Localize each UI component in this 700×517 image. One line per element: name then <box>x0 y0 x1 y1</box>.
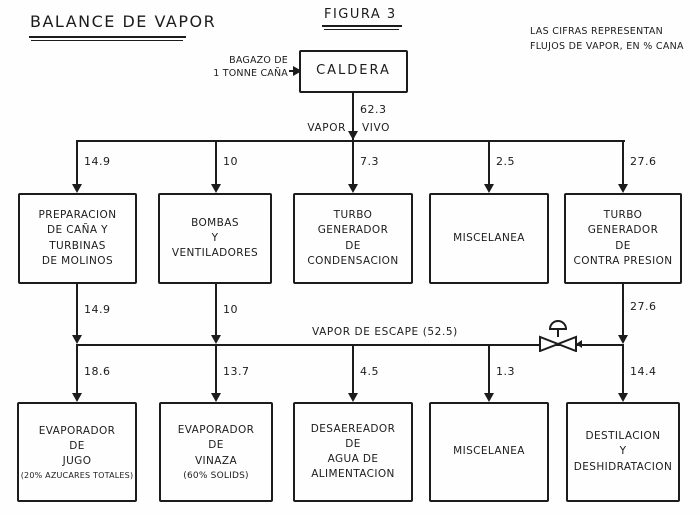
flow-value: 7.3 <box>360 155 379 168</box>
legend-note: LAS CIFRAS REPRESENTAN FLUJOS DE VAPOR, … <box>530 26 684 52</box>
exhaust-steam-header-line <box>76 344 624 346</box>
live-steam-header-line <box>76 140 625 142</box>
live-steam-label: VIVO <box>362 122 390 134</box>
connector-line <box>622 346 624 394</box>
process-box-label: MISCELANEA <box>453 231 525 244</box>
connector-line <box>215 142 217 185</box>
flow-value: 13.7 <box>223 365 250 378</box>
arrowhead-down-icon <box>618 335 628 344</box>
process-box-label: EVAPORADOR DE VINAZA <box>177 424 255 467</box>
flow-value: 10 <box>223 303 238 316</box>
arrowhead-down-icon <box>211 335 221 344</box>
connector-line <box>488 346 490 394</box>
arrowhead-right-icon <box>293 66 302 76</box>
process-box-label: TURBO GENERADOR DE CONTRA PRESION <box>573 209 673 267</box>
connector-line <box>289 70 296 72</box>
process-box-label: MISCELANEA <box>453 445 525 458</box>
exhaust-steam-label: VAPOR DE ESCAPE (52.5) <box>312 326 458 338</box>
flow-value: 1.3 <box>496 365 515 378</box>
connector-line <box>352 93 354 140</box>
connector-line <box>352 346 354 394</box>
flow-value: 62.3 <box>360 103 387 116</box>
connector-line <box>215 346 217 394</box>
connector-line <box>622 142 624 185</box>
valve-icon <box>539 320 582 352</box>
connector-line <box>215 284 217 336</box>
arrowhead-down-icon <box>484 393 494 402</box>
flow-value: 4.5 <box>360 365 379 378</box>
arrowhead-down-icon <box>348 131 358 140</box>
live-steam-label: VAPOR <box>307 122 346 134</box>
boiler-label: CALDERA <box>316 63 391 79</box>
bagasse-input-label: BAGAZO DE 1 TONNE CAÑA <box>213 55 288 80</box>
process-box-destilacion: DESTILACION Y DESHIDRATACION <box>566 402 680 502</box>
arrowhead-down-icon <box>484 184 494 193</box>
connector-line <box>76 346 78 394</box>
process-box-label: DESTILACION Y DESHIDRATACION <box>573 430 673 473</box>
connector-line <box>488 142 490 185</box>
process-box-label: TURBO GENERADOR DE CONDENSACION <box>307 209 399 267</box>
figure-underline <box>324 29 399 30</box>
process-box-label: PREPARACION DE CAÑA Y TURBINAS DE MOLINO… <box>38 209 117 267</box>
process-box-label: DESAEREADOR DE AGUA DE ALIMENTACION <box>310 422 396 481</box>
process-box-bombas: BOMBAS Y VENTILADORES <box>158 193 272 284</box>
flow-value: 14.4 <box>630 365 657 378</box>
flow-value: 18.6 <box>84 365 111 378</box>
arrowhead-down-icon <box>72 393 82 402</box>
process-box-turbo-contrapresion: TURBO GENERADOR DE CONTRA PRESION <box>564 193 682 284</box>
arrowhead-down-icon <box>618 393 628 402</box>
flow-value: 14.9 <box>84 303 111 316</box>
figure-underline <box>322 25 402 27</box>
figure-title: FIGURA 3 <box>324 7 397 22</box>
process-box-preparacion: PREPARACION DE CAÑA Y TURBINAS DE MOLINO… <box>18 193 137 284</box>
page-title: BALANCE DE VAPOR <box>30 12 217 31</box>
flow-value: 14.9 <box>84 155 111 168</box>
arrowhead-down-icon <box>211 184 221 193</box>
process-box-sublabel: (60% SOLIDS) <box>183 470 249 481</box>
process-box-desaereador: DESAEREADOR DE AGUA DE ALIMENTACION <box>293 402 413 502</box>
process-box-sublabel: (20% AZUCARES TOTALES) <box>20 471 134 481</box>
flow-value: 10 <box>223 155 238 168</box>
flow-value: 2.5 <box>496 155 515 168</box>
arrowhead-down-icon <box>211 393 221 402</box>
process-box-label: EVAPORADOR DE JUGO <box>38 424 116 468</box>
arrowhead-down-icon <box>72 335 82 344</box>
arrowhead-down-icon <box>348 393 358 402</box>
flow-value: 27.6 <box>630 155 657 168</box>
title-underline <box>31 40 183 41</box>
arrowhead-down-icon <box>618 184 628 193</box>
connector-line <box>76 284 78 336</box>
connector-line <box>622 284 624 336</box>
process-box-miscelanea-1: MISCELANEA <box>429 193 549 284</box>
process-box-evaporador-jugo: EVAPORADOR DE JUGO (20% AZUCARES TOTALES… <box>17 402 137 502</box>
arrowhead-down-icon <box>72 184 82 193</box>
arrowhead-down-icon <box>348 184 358 193</box>
process-box-miscelanea-2: MISCELANEA <box>429 402 549 502</box>
title-underline <box>29 36 186 38</box>
flow-value: 27.6 <box>630 300 657 313</box>
process-box-turbo-condensacion: TURBO GENERADOR DE CONDENSACION <box>293 193 413 284</box>
process-box-label: BOMBAS Y VENTILADORES <box>171 216 259 260</box>
process-box-evaporador-vinaza: EVAPORADOR DE VINAZA (60% SOLIDS) <box>159 402 273 502</box>
boiler-box: CALDERA <box>299 50 408 93</box>
connector-line <box>352 142 354 185</box>
connector-line <box>76 142 78 185</box>
